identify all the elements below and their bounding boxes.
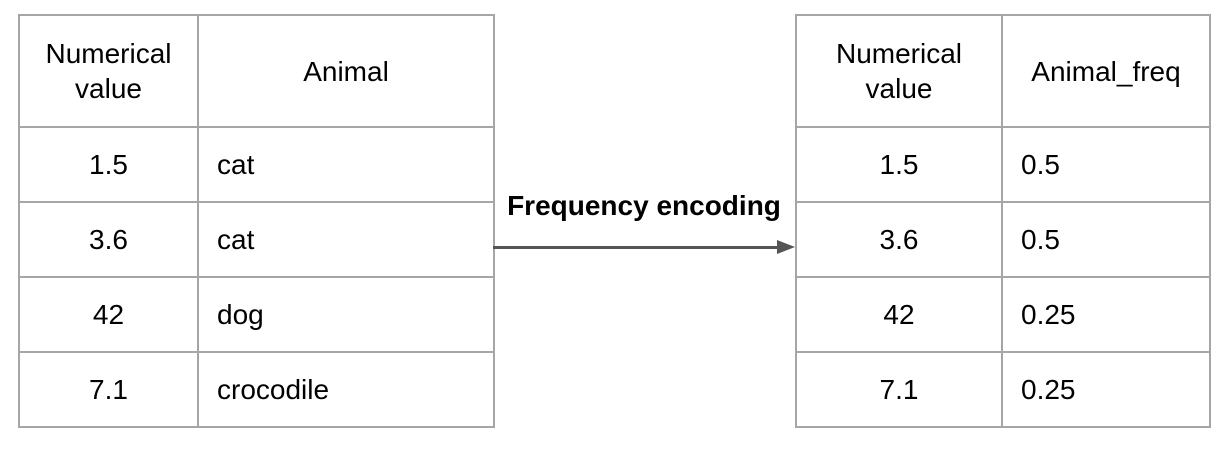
table-cell: 7.1 [18,351,199,428]
header-label: Numerical value [835,38,963,104]
table-row: 3.6 cat [18,201,495,278]
encoded-table: Numerical value Animal_freq 1.5 0.5 3.6 … [795,14,1211,428]
table-header-row: Numerical value Animal [18,14,495,128]
table-cell: cat [197,201,495,278]
table-cell: 3.6 [795,201,1003,278]
header-label: Animal_freq [1031,55,1181,87]
table-cell: 7.1 [795,351,1003,428]
arrow-line [493,246,778,249]
arrow-head-icon [777,240,795,254]
table-row: 7.1 crocodile [18,351,495,428]
table-cell: crocodile [197,351,495,428]
table-cell: 0.25 [1001,351,1211,428]
table-row: 1.5 0.5 [795,126,1211,203]
table-cell: 42 [18,276,199,353]
table-row: 1.5 cat [18,126,495,203]
header-cell-animal: Animal [197,14,495,128]
table-cell: 0.5 [1001,126,1211,203]
table-cell: 42 [795,276,1003,353]
header-cell-animal-freq: Animal_freq [1001,14,1211,128]
table-cell: 0.5 [1001,201,1211,278]
table-row: 42 0.25 [795,276,1211,353]
table-cell: 1.5 [18,126,199,203]
table-row: 7.1 0.25 [795,351,1211,428]
table-row: 42 dog [18,276,495,353]
frequency-encoding-label: Frequency encoding [507,190,781,221]
header-cell-numerical-value: Numerical value [18,14,199,128]
table-cell: 1.5 [795,126,1003,203]
header-label: Numerical value [45,38,172,104]
header-label: Animal [303,55,389,87]
table-cell: cat [197,126,495,203]
table-cell: 0.25 [1001,276,1211,353]
table-cell: dog [197,276,495,353]
table-row: 3.6 0.5 [795,201,1211,278]
header-cell-numerical-value: Numerical value [795,14,1003,128]
table-header-row: Numerical value Animal_freq [795,14,1211,128]
table-cell: 3.6 [18,201,199,278]
original-table: Numerical value Animal 1.5 cat 3.6 cat 4… [18,14,495,428]
